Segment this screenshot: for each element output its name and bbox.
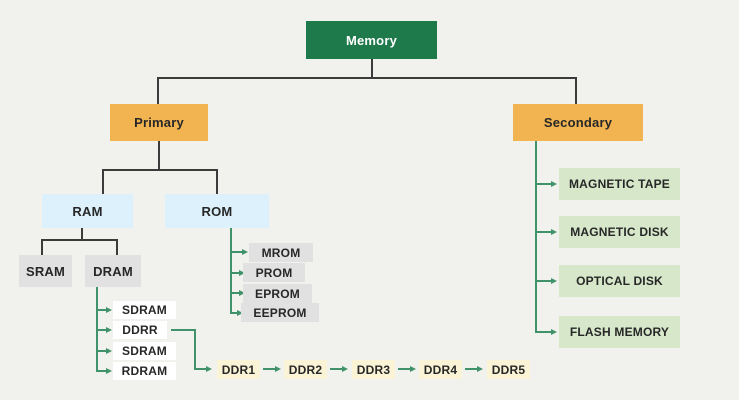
node-ddr1: DDR1 [217,360,260,379]
arrow-mrom [231,248,248,255]
arrow-eprom [231,289,245,296]
node-ddrr: DDRR [113,321,167,339]
node-sdram-1: SDRAM [113,301,176,319]
node-mrom: MROM [249,243,313,262]
node-sram: SRAM [19,255,72,287]
node-magnetic-tape: MAGNETIC TAPE [559,168,680,200]
connector-ram-down [81,228,83,241]
connector-top-horizontal [157,77,577,79]
arrow-ddr3-ddr4 [398,365,416,372]
connector-rom-up [216,169,218,195]
arrow-ddrr [97,326,112,333]
node-prom: PROM [243,263,305,282]
arrow-sdram-2 [97,347,112,354]
node-dram: DRAM [85,255,141,287]
node-primary: Primary [110,104,208,141]
connector-primary-down [158,141,160,170]
node-flash-memory: FLASH MEMORY [559,316,680,348]
node-ddr4: DDR4 [419,360,462,379]
arrow-ddr2-ddr3 [330,365,348,372]
node-ram: RAM [42,194,133,228]
arrow-flash-memory [536,328,557,335]
arrow-ddr4-ddr5 [465,365,483,372]
node-optical-disk: OPTICAL DISK [559,265,680,297]
arrow-ddr1 [196,365,212,372]
connector-ddrr-elbow-vertical [194,329,196,370]
node-eeprom: EEPROM [241,303,319,322]
connector-rom-trunk [230,228,232,314]
node-ddr3: DDR3 [352,360,395,379]
connector-memory-down [371,59,373,78]
arrow-ddr1-ddr2 [263,365,281,372]
node-rdram: RDRAM [113,362,176,380]
connector-secondary-trunk [535,141,537,333]
node-memory: Memory [306,21,437,59]
arrow-prom [231,269,245,276]
connector-secondary-up [575,77,577,105]
arrow-sdram-1 [97,306,112,313]
node-sdram-2: SDRAM [113,342,176,360]
arrow-optical-disk [536,277,557,284]
arrow-rdram [97,367,112,374]
node-ddr5: DDR5 [487,360,530,379]
connector-ram-rom-horizontal [102,169,218,171]
connector-ram-up [102,169,104,195]
connector-ddrr-elbow-horizontal [171,329,196,331]
connector-primary-up [157,77,159,105]
arrow-magnetic-disk [536,228,557,235]
node-eprom: EPROM [243,284,312,303]
connector-dram-up [116,239,118,256]
node-magnetic-disk: MAGNETIC DISK [559,216,680,248]
arrow-magnetic-tape [536,180,557,187]
arrow-eeprom [231,309,243,316]
node-secondary: Secondary [513,104,643,141]
node-ddr2: DDR2 [284,360,327,379]
connector-sram-up [41,239,43,256]
node-rom: ROM [165,194,269,228]
connector-sram-dram-horizontal [41,239,118,241]
